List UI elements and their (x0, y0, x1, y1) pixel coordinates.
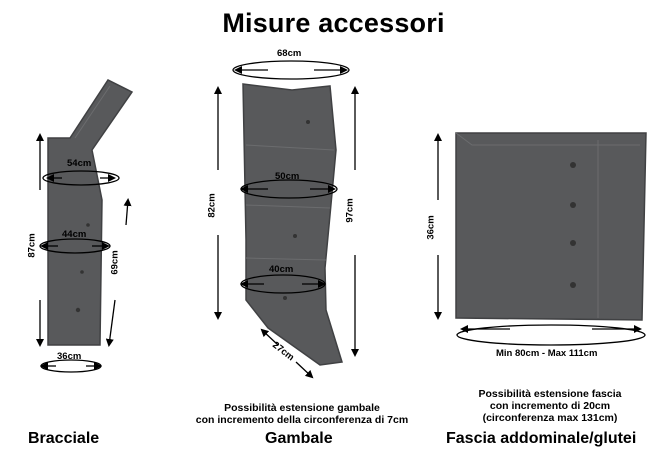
bracciale-inner-length: 69cm (109, 250, 121, 275)
bracciale-top-circumference: 54cm (67, 158, 92, 169)
fascia-note-line2: con incremento di 20cm (489, 400, 611, 412)
fascia-label: Fascia addominale/glutei (446, 430, 637, 447)
gambale-note: Possibilità estensione gambale con incre… (170, 402, 434, 426)
bracciale-sleeve-image (47, 79, 134, 346)
bracciale-mid-circumference: 44cm (62, 229, 87, 240)
gambale-total-length: 97cm (344, 198, 356, 223)
gambale-leg-image (242, 83, 343, 366)
gambale-mid-circumference: 50cm (275, 171, 300, 182)
gambale-top-circumference: 68cm (277, 48, 302, 59)
bracciale-length: 87cm (26, 233, 38, 258)
gambale-note-line2: con incremento della circonferenza di 7c… (195, 414, 409, 426)
gambale-note-line1: Possibilità estensione gambale (224, 402, 380, 414)
gambale-length: 82cm (206, 193, 218, 218)
fascia-measures (434, 133, 646, 346)
bracciale-label: Bracciale (28, 430, 100, 447)
gambale-low-circumference: 40cm (269, 264, 294, 275)
fascia-note-line1: Possibilità estensione fascia (478, 388, 622, 400)
bracciale-measures (36, 133, 132, 373)
bracciale-bottom-circumference: 36cm (57, 351, 82, 362)
fascia-width: Min 80cm - Max 111cm (496, 348, 598, 359)
fascia-note: Possibilità estensione fascia con increm… (455, 388, 645, 424)
fascia-belt-image (455, 132, 647, 321)
fascia-note-line3: (circonferenza max 131cm) (482, 412, 618, 424)
page-title: Misure accessori (222, 8, 445, 38)
gambale-label: Gambale (265, 430, 333, 447)
fascia-height: 36cm (425, 215, 437, 240)
gambale-measures (214, 60, 359, 379)
